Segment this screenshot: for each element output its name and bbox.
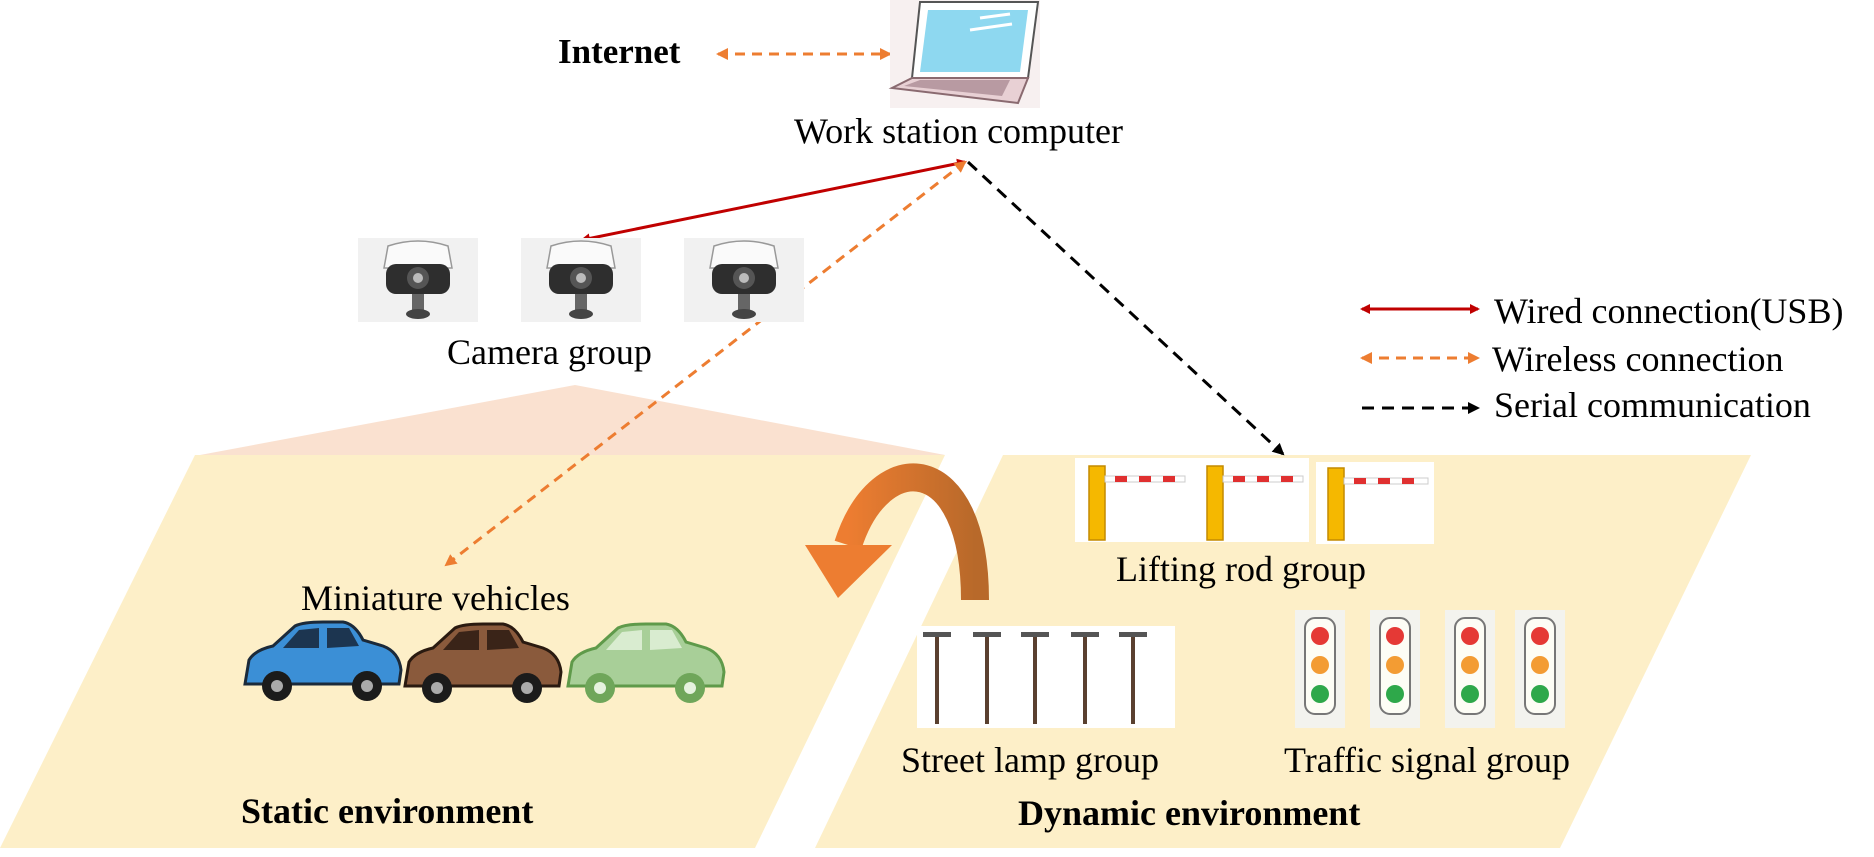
car-icon <box>566 622 726 703</box>
wireless-link-vehicles <box>444 160 967 567</box>
street-lamp-group-label: Street lamp group <box>901 740 1159 780</box>
barrier-gate-icon <box>1075 458 1309 542</box>
security-camera-icon <box>521 238 641 322</box>
traffic-light-icon <box>1295 610 1345 728</box>
serial-link-devices <box>966 160 1285 456</box>
traffic-light-icon <box>1370 610 1420 728</box>
car-icon <box>403 622 563 703</box>
workstation-label: Work station computer <box>794 111 1124 151</box>
legend-wired-label: Wired connection(USB) <box>1494 291 1844 331</box>
street-lamp-icon <box>917 626 1175 728</box>
dynamic-environment-plane <box>815 455 1751 848</box>
security-camera-icon <box>358 238 478 322</box>
lifting-rod-group-label: Lifting rod group <box>1116 549 1366 589</box>
traffic-light-icon <box>1445 610 1495 728</box>
wired-link-camera <box>580 158 967 244</box>
camera-view-fan <box>200 385 945 455</box>
traffic-signal-group-label: Traffic signal group <box>1284 740 1570 780</box>
internet-label: Internet <box>558 32 681 71</box>
barrier-gate-icon <box>1316 462 1434 544</box>
legend-serial-label: Serial communication <box>1494 385 1811 425</box>
camera-group-label: Camera group <box>447 332 652 372</box>
security-camera-icon <box>684 238 804 322</box>
laptop-icon <box>888 0 1040 108</box>
curved-feedback-arrow <box>805 463 989 601</box>
dynamic-environment-label: Dynamic environment <box>1018 793 1361 833</box>
legend-wireless-label: Wireless connection <box>1492 339 1784 379</box>
traffic-light-icon <box>1515 610 1565 728</box>
car-icon <box>243 620 403 701</box>
static-environment-label: Static environment <box>241 791 534 831</box>
miniature-vehicles-label: Miniature vehicles <box>301 578 570 618</box>
